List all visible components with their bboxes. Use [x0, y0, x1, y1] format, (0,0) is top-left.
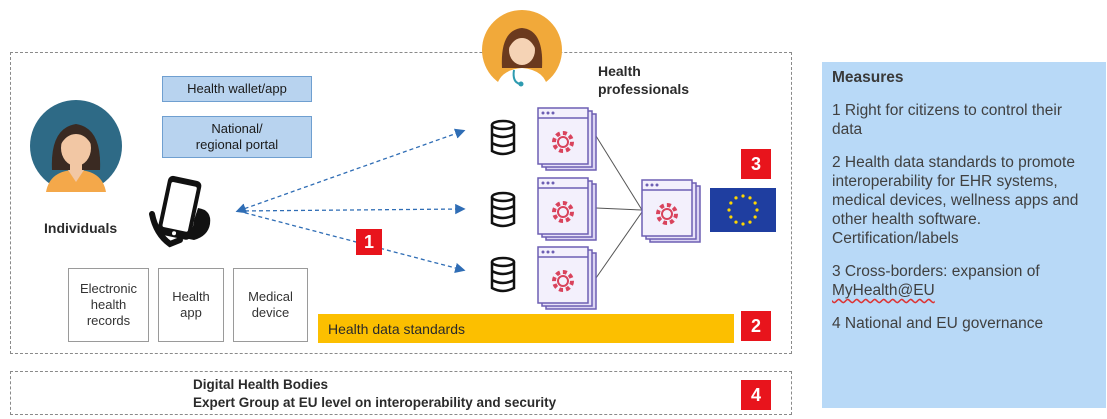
- individuals-label: Individuals: [44, 220, 118, 236]
- app-gear-icon: [537, 177, 597, 241]
- health-app-box: Health app: [158, 268, 224, 342]
- ecosystem-frame: [10, 52, 792, 354]
- measures-title: Measures: [832, 69, 904, 86]
- measure-item-3-link: MyHealth@EU: [832, 282, 935, 299]
- app-gear-icon: [641, 179, 701, 243]
- badge-3: 3: [741, 149, 771, 179]
- measure-item-2: 2 Health data standards to promote inter…: [832, 154, 1079, 247]
- expert-group-label: Expert Group at EU level on interoperabi…: [193, 395, 557, 410]
- badge-4: 4: [741, 380, 771, 410]
- database-icon: [490, 256, 516, 293]
- measures-panel: Measures 1 Right for citizens to control…: [822, 62, 1106, 408]
- measure-item-4: 4 National and EU governance: [832, 315, 1044, 332]
- ehr-label: Electronic health records: [79, 281, 138, 328]
- digital-health-bodies-label: Digital Health Bodies: [193, 377, 329, 392]
- health-data-standards-bar: Health data standards: [318, 314, 734, 343]
- governance-text: Digital Health Bodies Expert Group at EU…: [193, 376, 556, 412]
- badge-2: 2: [741, 311, 771, 341]
- medical-device-label: Medical device: [248, 289, 293, 320]
- health-app-label: Health app: [172, 289, 210, 320]
- measure-item-3: 3 Cross-borders: expansion of: [832, 263, 1040, 280]
- health-wallet-app-box: Health wallet/app: [162, 76, 312, 102]
- badge-1: 1: [356, 229, 382, 255]
- measure-item-1: 1 Right for citizens to control their da…: [832, 102, 1063, 138]
- app-gear-icon: [537, 107, 597, 171]
- smartphone-icon: [149, 175, 211, 248]
- governance-frame: [10, 371, 792, 415]
- health-data-standards-label: Health data standards: [328, 320, 465, 337]
- ehr-box: Electronic health records: [68, 268, 149, 342]
- health-professionals-label: Health professionals: [598, 63, 690, 97]
- doctor-avatar-icon: [482, 10, 562, 90]
- database-icon: [490, 119, 516, 156]
- database-icon: [490, 191, 516, 228]
- eu-flag-icon: [710, 188, 776, 232]
- medical-device-box: Medical device: [233, 268, 308, 342]
- woman-avatar-icon: [30, 100, 122, 192]
- app-gear-icon: [537, 246, 597, 310]
- health-wallet-app-label: Health wallet/app: [187, 81, 287, 96]
